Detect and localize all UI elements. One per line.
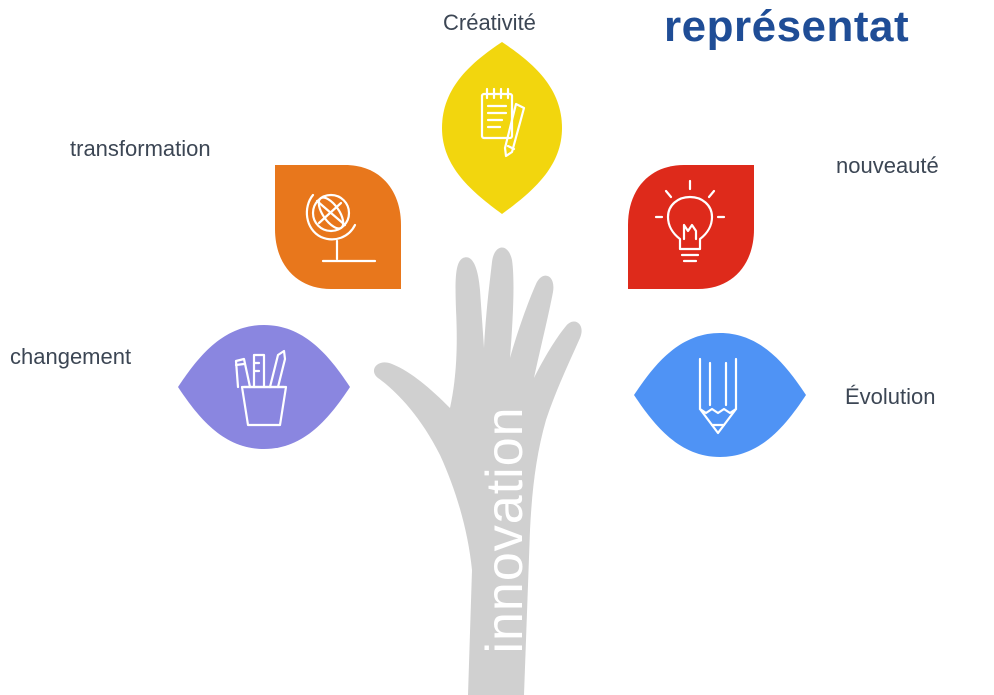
hand-label: innovation [476,406,534,654]
pencil-cup-icon [234,349,288,427]
notepad-pencil-icon [480,87,526,158]
globe-icon [305,193,377,263]
label-changement: changement [10,344,132,369]
lightbulb-icon [654,179,726,263]
label-transformation: transformation [70,136,211,161]
page-title: représentat [664,2,910,51]
leaf-transformation [275,165,401,289]
hand-illustration [360,240,660,695]
label-evolution: Évolution [845,384,936,409]
label-nouveaute: nouveauté [836,153,939,178]
pencil-icon [698,357,738,435]
leaf-evolution [634,333,806,457]
leaf-nouveaute [628,165,754,289]
leaf-creativite [442,42,562,214]
leaf-changement [178,325,350,449]
label-creativite: Créativité [443,10,536,35]
